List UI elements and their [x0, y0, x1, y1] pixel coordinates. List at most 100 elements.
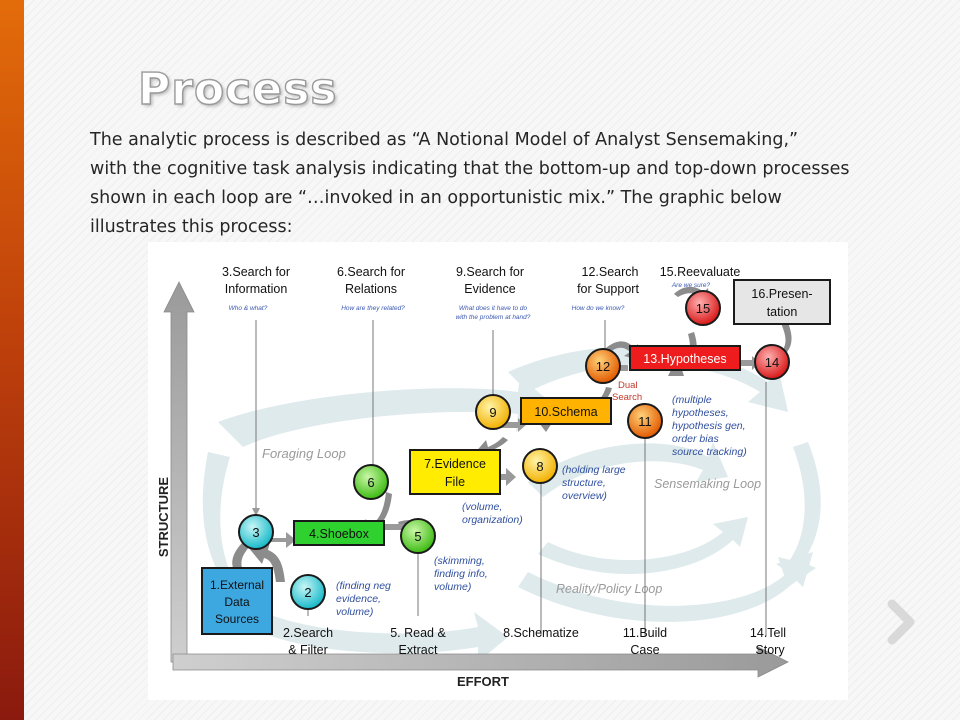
svg-text:9: 9 [489, 405, 496, 420]
top-label-15: 15.Reevaluate Are we sure? [660, 265, 741, 289]
svg-text:How do we know?: How do we know? [572, 305, 625, 312]
svg-text:7.Evidence: 7.Evidence [424, 457, 486, 471]
svg-text:1.External: 1.External [210, 578, 264, 592]
svg-text:source tracking): source tracking) [672, 446, 747, 458]
svg-text:4.Shoebox: 4.Shoebox [309, 527, 370, 541]
next-slide-button[interactable] [884, 598, 920, 646]
box-presentation: 16.Presen- tation [733, 279, 831, 325]
sensemaking-loop-label: Sensemaking Loop [654, 477, 761, 491]
svg-text:5. Read &: 5. Read & [390, 626, 446, 640]
note-evidence-file: (volume, organization) [462, 501, 523, 526]
svg-text:Relations: Relations [345, 282, 397, 296]
svg-text:9.Search for: 9.Search for [456, 265, 524, 279]
box-evidence-file: 7.Evidence File [409, 449, 501, 495]
note-search-filter: (finding neg evidence, volume) [336, 580, 391, 618]
svg-text:Case: Case [630, 643, 659, 657]
svg-text:3: 3 [252, 525, 259, 540]
svg-text:(holding large: (holding large [562, 464, 626, 476]
svg-text:Evidence: Evidence [464, 282, 515, 296]
circle-5: 5 [400, 518, 436, 554]
svg-text:finding info,: finding info, [434, 568, 488, 580]
svg-text:for Support: for Support [577, 282, 639, 296]
svg-text:2.Search: 2.Search [283, 626, 333, 640]
svg-text:order bias: order bias [672, 433, 719, 445]
note-build-case: (multiple hypotheses, hypothesis gen, or… [672, 394, 747, 458]
body-line: The analytic process is described as “A … [90, 130, 799, 150]
svg-text:16.Presen-: 16.Presen- [751, 287, 812, 301]
svg-text:organization): organization) [462, 514, 523, 526]
body-line: with the cognitive task analysis indicat… [90, 159, 850, 179]
sensemaking-diagram: STRUCTURE EFFORT Foraging Loop Sensemaki… [148, 242, 848, 700]
svg-text:(skimming,: (skimming, [434, 555, 485, 567]
svg-text:(multiple: (multiple [672, 394, 712, 406]
circle-12: 12 [585, 348, 621, 384]
svg-text:volume): volume) [336, 606, 373, 618]
circle-15: 15 [685, 290, 721, 326]
connector-lines [252, 292, 767, 636]
svg-text:evidence,: evidence, [336, 593, 381, 605]
slide-body-text: The analytic process is described as “A … [90, 126, 940, 242]
svg-text:10.Schema: 10.Schema [534, 405, 597, 419]
note-dual-search: Dual Search [612, 380, 642, 403]
svg-text:14: 14 [765, 355, 779, 370]
svg-text:Who & what?: Who & what? [229, 305, 268, 312]
svg-text:hypothesis gen,: hypothesis gen, [672, 420, 746, 432]
circle-6: 6 [353, 464, 389, 500]
svg-text:Story: Story [755, 643, 785, 657]
svg-text:tation: tation [767, 305, 798, 319]
circle-8: 8 [522, 448, 558, 484]
svg-text:Are we sure?: Are we sure? [671, 282, 711, 289]
bottom-label-5: 5. Read & Extract [390, 626, 446, 657]
box-shoebox: 4.Shoebox [293, 520, 385, 546]
structure-axis: STRUCTURE [156, 281, 195, 663]
svg-text:with the problem at hand?: with the problem at hand? [456, 314, 531, 321]
svg-text:3.Search for: 3.Search for [222, 265, 290, 279]
circle-14: 14 [754, 344, 790, 380]
svg-text:8: 8 [536, 459, 543, 474]
box-schema: 10.Schema [520, 397, 612, 425]
reality-policy-loop-label: Reality/Policy Loop [556, 582, 662, 596]
note-schematize: (holding large structure, overview) [562, 464, 626, 502]
bottom-label-8: 8.Schematize [503, 626, 579, 640]
top-label-6: 6.Search for Relations How are they rela… [337, 265, 405, 312]
effort-axis-label: EFFORT [457, 674, 509, 689]
body-line: shown in each loop are “…invoked in an o… [90, 188, 782, 208]
slide-title: Process [137, 63, 338, 115]
svg-text:structure,: structure, [562, 477, 606, 489]
svg-text:Sources: Sources [215, 612, 259, 626]
svg-text:Data: Data [224, 595, 250, 609]
circle-9: 9 [475, 394, 511, 430]
svg-text:12.Search: 12.Search [582, 265, 639, 279]
svg-text:Search: Search [612, 392, 642, 403]
svg-text:overview): overview) [562, 490, 607, 502]
svg-text:What does it have to do: What does it have to do [459, 305, 528, 312]
svg-text:volume): volume) [434, 581, 471, 593]
note-read-extract: (skimming, finding info, volume) [434, 555, 488, 593]
svg-text:(volume,: (volume, [462, 501, 502, 513]
box-hypotheses: 13.Hypotheses [629, 345, 741, 371]
svg-text:Extract: Extract [399, 643, 438, 657]
svg-text:15: 15 [696, 301, 710, 316]
svg-text:15.Reevaluate: 15.Reevaluate [660, 265, 741, 279]
svg-text:& Filter: & Filter [288, 643, 328, 657]
top-label-9: 9.Search for Evidence What does it have … [456, 265, 531, 321]
top-label-12: 12.Search for Support How do we know? [572, 265, 640, 312]
effort-axis: EFFORT [172, 646, 789, 689]
circle-2: 2 [290, 574, 326, 610]
svg-text:5: 5 [414, 529, 421, 544]
svg-text:6.Search for: 6.Search for [337, 265, 405, 279]
svg-text:12: 12 [596, 359, 610, 374]
foraging-loop-label: Foraging Loop [262, 446, 346, 461]
svg-text:File: File [445, 475, 465, 489]
bottom-label-14: 14.Tell Story [750, 626, 786, 657]
accent-sidebar [0, 0, 24, 720]
svg-text:14.Tell: 14.Tell [750, 626, 786, 640]
circle-11: 11 [627, 403, 663, 439]
svg-text:Dual: Dual [618, 380, 638, 391]
structure-axis-label: STRUCTURE [156, 477, 171, 557]
body-line: illustrates this process: [90, 217, 293, 237]
circle-3: 3 [238, 514, 274, 550]
svg-text:11.Build: 11.Build [623, 626, 667, 640]
svg-text:Information: Information [225, 282, 288, 296]
svg-text:hypotheses,: hypotheses, [672, 407, 729, 419]
